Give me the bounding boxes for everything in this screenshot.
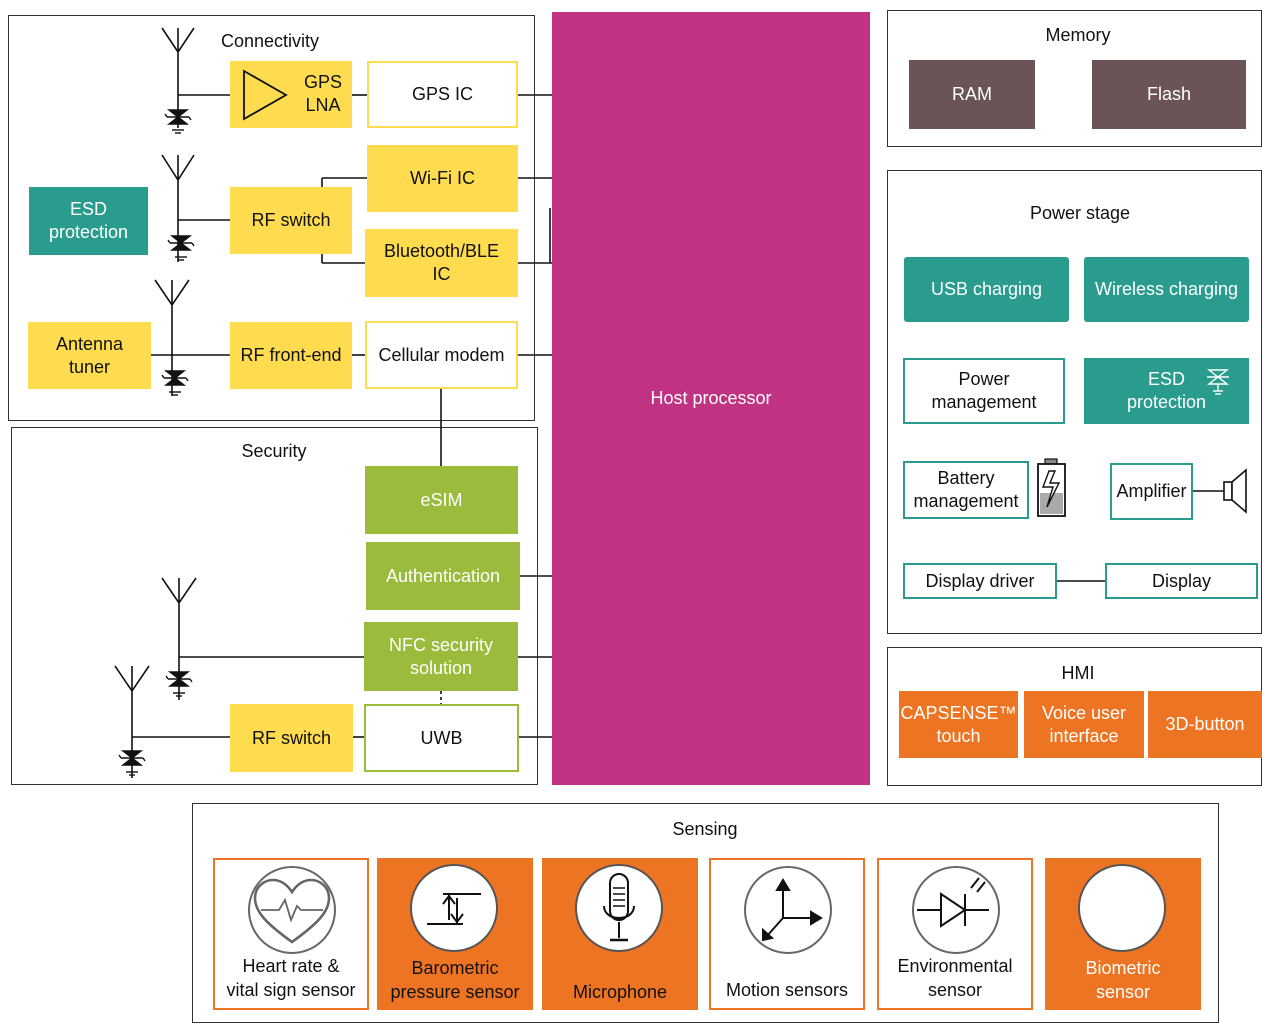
barometric-pressure-sensor-label: Barometric pressure sensor	[390, 958, 520, 1002]
rf-front-end-block: RF front-end	[230, 322, 352, 389]
cellular-modem-block: Cellular modem	[365, 321, 518, 389]
biometric-icon	[1078, 864, 1166, 952]
gps-lna-label: GPS LNA	[303, 72, 342, 115]
display-block: Display	[1105, 563, 1258, 599]
wireless-charging-block: Wireless charging	[1084, 257, 1249, 322]
uwb-block: UWB	[364, 704, 519, 772]
rf-switch-block: RF switch	[230, 187, 352, 254]
environmental-sensor-label: Environmental sensor	[897, 956, 1013, 1000]
heart-rate-sensor-block: Heart rate & vital sign sensor	[213, 858, 369, 1010]
biometric-sensor-label: Biometric sensor	[1085, 958, 1161, 1002]
amplifier-block: Amplifier	[1110, 463, 1193, 520]
ram-block: RAM	[909, 60, 1035, 129]
capsense-touch-block: CAPSENSE™ touch	[899, 691, 1018, 758]
authentication-block: Authentication	[366, 542, 520, 610]
3d-button-block: 3D-button	[1148, 691, 1262, 758]
esd-protection-block: ESD protection	[29, 187, 148, 255]
environmental-sensor-block: Environmental sensor	[877, 858, 1033, 1010]
wifi-ic-block: Wi-Fi IC	[367, 145, 518, 212]
power-management-block: Power management	[903, 358, 1065, 424]
motion-sensors-label: Motion sensors	[725, 980, 849, 1000]
motion-axes-icon	[744, 866, 832, 954]
host-processor-block: Host processor	[552, 12, 870, 785]
microphone-block: Microphone	[542, 858, 698, 1010]
nfc-security-block: NFC security solution	[364, 622, 518, 691]
biometric-sensor-block: Biometric sensor	[1045, 858, 1201, 1010]
speaker-icon	[1223, 468, 1247, 514]
heart-rate-icon	[248, 866, 336, 954]
gps-lna-block: GPS LNA	[230, 61, 352, 128]
environmental-diode-icon	[912, 866, 1000, 954]
heart-rate-sensor-label: Heart rate & vital sign sensor	[226, 956, 356, 1000]
esd-diode-icon	[118, 109, 195, 776]
power-stage-title: Power stage	[1029, 203, 1131, 223]
esd-protection-power-label: ESD protection	[1126, 369, 1207, 412]
security-title: Security	[241, 441, 307, 461]
display-driver-block: Display driver	[903, 563, 1057, 599]
barometric-pressure-sensor-block: Barometric pressure sensor	[377, 858, 533, 1010]
bluetooth-ic-block: Bluetooth/BLE IC	[365, 229, 518, 297]
hmi-title: HMI	[1061, 663, 1095, 683]
amplifier-triangle-icon	[243, 69, 288, 121]
battery-management-block: Battery management	[903, 461, 1029, 519]
microphone-label: Microphone	[572, 982, 668, 1002]
microphone-icon	[575, 864, 663, 952]
connectivity-title: Connectivity	[220, 31, 320, 51]
usb-charging-block: USB charging	[904, 257, 1069, 322]
security-rf-switch-block: RF switch	[230, 704, 353, 772]
battery-icon	[1037, 458, 1066, 517]
flash-block: Flash	[1092, 60, 1246, 129]
gps-ic-block: GPS IC	[367, 61, 518, 128]
antenna-tuner-block: Antenna tuner	[28, 322, 151, 389]
esd-diode-icon	[1206, 369, 1230, 395]
motion-sensors-block: Motion sensors	[709, 858, 865, 1010]
memory-title: Memory	[1045, 25, 1111, 45]
voice-user-interface-block: Voice user interface	[1024, 691, 1144, 758]
esim-block: eSIM	[365, 466, 518, 534]
pressure-icon	[410, 864, 498, 952]
esd-protection-power-block: ESD protection	[1084, 358, 1249, 424]
sensing-title: Sensing	[672, 819, 738, 839]
